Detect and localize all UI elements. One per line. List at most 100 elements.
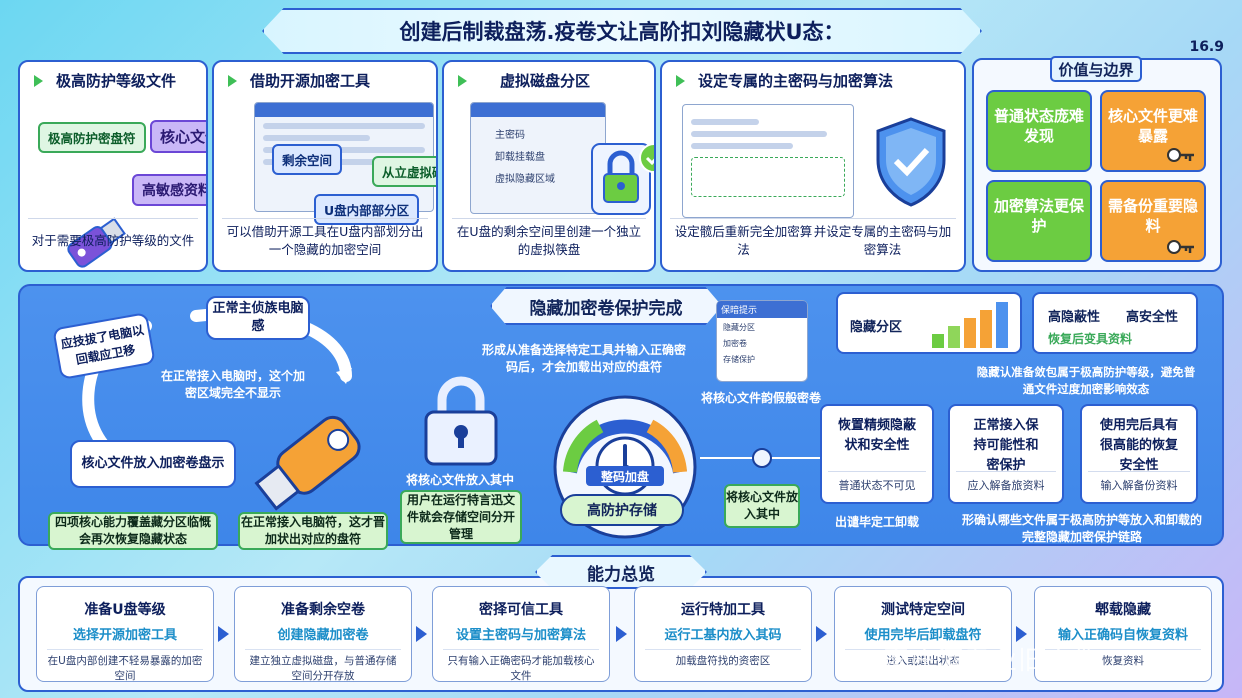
screen-item: 虚拟隐藏区域 <box>495 174 555 185</box>
partition-window: 主密码 卸载挂载盘 虚拟隐藏区域 <box>470 102 606 214</box>
screen-item: 主密码 <box>495 130 525 141</box>
step-card: 准备剩余空卷 创建隐藏加密卷 建立独立虚拟磁盘，与普通存储空间分开存放 <box>234 586 412 682</box>
step-card: 运行特加工具 运行工基内放入其码 加载盘符找的资密区 <box>634 586 812 682</box>
mini-card-title: 使用完后具有很高能的恢复安全性 <box>1099 418 1178 473</box>
mini-card-after-use: 使用完后具有很高能的恢复安全性 输入解备份资料 <box>1080 404 1198 504</box>
step-desc: 恢复资料 <box>1045 649 1201 669</box>
unmount-text: 出谴毕定工卸载 <box>834 515 919 529</box>
arrow-right-icon <box>816 626 827 642</box>
shield-check-icon <box>876 117 946 207</box>
flow-title: 隐藏加密卷保护完成 <box>490 287 722 325</box>
arrow-right-icon <box>1016 626 1027 642</box>
cycle-center-text: 在正常接入电脑时，这个加密区域完全不显示 <box>160 369 305 400</box>
cycle-box-put-into-volume: 核心文件放入加密卷盘示 <box>70 440 236 488</box>
triangle-bullet-icon <box>458 75 467 87</box>
tip-item: 隐藏分区 <box>723 323 755 332</box>
security-b: 高安全性 <box>1126 310 1179 325</box>
pill-protection-disk: 极高防护密盘符 <box>38 122 146 153</box>
step-desc: 在U盘内部创建不轻易暴露的加密空间 <box>47 649 203 684</box>
mini-card-title: 正常接入保持可能性和密保护 <box>973 418 1039 473</box>
card-high-protection: 极高防护等级文件 极高防护密盘符 核心文件 高敏感资料 对于需要极高防护等级的文… <box>18 60 208 272</box>
pill-core-files: 核心文件 <box>150 120 206 153</box>
value-tile-backup: 需备份重要隐料 <box>1100 180 1206 262</box>
triangle-bullet-icon <box>34 75 43 87</box>
step-heading: 密择可信工具 <box>479 602 563 618</box>
card-title: 借助开源加密工具 <box>250 71 371 90</box>
step-heading: 郫载隐藏 <box>1095 602 1151 618</box>
green-box-four-abilities: 四项核心能力覆盖藏分区临慨会再次恢复隐藏状态 <box>48 512 218 550</box>
value-tile-encryption: 加密算法更保护 <box>986 180 1092 262</box>
value-title: 价值与边界 <box>1050 56 1142 82</box>
mini-card-sub: 应入解备旅资料 <box>956 471 1056 496</box>
page-title: 创建后制裁盘荡.疫卷文让高阶扣刘隐藏状U态： <box>262 8 982 54</box>
step-desc: 加载盘符找的资密区 <box>645 649 801 669</box>
cycle-box-normal-computer: 正常主侦族电脑感 <box>206 296 310 340</box>
arrow-right-icon <box>416 626 427 642</box>
pill-sensitive-data: 高敏感资料 <box>132 174 206 206</box>
step-card: 郫载隐藏 输入正确码自恢复资料 恢复资料 <box>1034 586 1212 682</box>
form-text: 形成从准备选择特定工具并输入正确密码后，才会加载出对应的盘符 <box>481 343 686 374</box>
step-sub: 使用完毕后卸载盘符 <box>864 628 982 643</box>
green-box-storage-manage: 用户在运行特言迅文件就会存储空间分开管理 <box>400 490 522 544</box>
step-card: 测试特定空间 使用完毕后卸载盘符 进入或退出状态 <box>834 586 1012 682</box>
tip-item: 加密卷 <box>723 339 747 348</box>
watermark: ©家庄酒专业旧文件 <box>856 646 1100 676</box>
step-desc: 进入或退出状态 <box>845 649 1001 669</box>
tool-window <box>254 102 434 212</box>
screen-item: 卸载挂载盘 <box>495 152 545 163</box>
bar-chart-icon <box>932 302 1008 348</box>
connector-line <box>700 448 830 468</box>
card-foot-right: 并设定专属的主密码与加密算法 <box>813 223 952 257</box>
green-box-drive-letter: 在正常接入电脑符，这才晋加状出对应的盘符 <box>238 512 388 550</box>
padlock-icon <box>424 376 498 466</box>
card-title: 极高防护等级文件 <box>56 71 177 90</box>
mount-button[interactable]: 整码加盘 <box>586 466 664 486</box>
card-foot: 可以借助开源工具在U盘内部划分出一个隐藏的加密空间 <box>222 218 428 262</box>
tip-popup: 保暗提示 隐藏分区 加密卷 存储保护 <box>716 300 808 382</box>
card-foot-left: 设定髋后重新完全加密算法 <box>674 223 813 257</box>
step-sub: 运行工基内放入其码 <box>664 628 782 643</box>
step-heading: 运行特加工具 <box>681 602 765 618</box>
mini-card-recovery: 恢置精频隐蔽状和安全性 普通状态不可见 <box>820 404 934 504</box>
step-heading: 测试特定空间 <box>881 602 965 618</box>
key-icon <box>1167 148 1194 162</box>
links-text: 形确认哪些文件属于极高防护等放入和卸载的完整隐藏加密保护链路 <box>961 513 1202 544</box>
hidden-partition-card: 隐藏分区 <box>836 292 1022 354</box>
step-card: 准备U盘等级 选择开源加密工具 在U盘内部创建不轻易暴露的加密空间 <box>36 586 214 682</box>
arrow-right-icon <box>616 626 627 642</box>
value-tile-hard-to-find: 普通状态庞难发现 <box>986 90 1092 172</box>
mini-card-sub: 普通状态不可见 <box>828 471 926 496</box>
step-desc: 建立独立虚拟磁盘，与普通存储空间分开存放 <box>245 649 401 684</box>
padlock-icon <box>591 143 651 215</box>
step-sub: 输入正确码自恢复资料 <box>1057 628 1188 643</box>
card-master-password: 设定专属的主密码与加密算法 设定髋后重新完全加密算法 并设定专属的主密码与加密算… <box>660 60 966 272</box>
card-open-source-tool: 借助开源加密工具 剩余空间 从立虚拟磁盘 U盘内部部分区 可以借助开源工具在U盘… <box>212 60 438 272</box>
step-sub: 创建隐藏加密卷 <box>277 628 369 643</box>
note-text: 隐藏认准备敛包属于极高防护等级，避免普通文件过度加密影响效态 <box>976 365 1196 396</box>
capability-title: 能力总览 <box>535 555 707 589</box>
step-heading: 准备剩余空卷 <box>281 602 365 618</box>
pill-virtual-disk: 从立虚拟磁盘 <box>372 156 436 187</box>
card-title: 设定专属的主密码与加密算法 <box>698 71 894 90</box>
value-tile-harder-to-expose: 核心文件更难暴露 <box>1100 90 1206 172</box>
tip-item: 存储保护 <box>723 355 755 364</box>
triangle-bullet-icon <box>228 75 237 87</box>
key-icon <box>1167 240 1194 254</box>
high-protection-storage: 高防护存储 <box>560 494 684 526</box>
card-foot: 在U盘的剩余空间里创建一个独立的虚拟筷盘 <box>452 218 646 262</box>
pill-usb-partition: U盘内部部分区 <box>314 194 420 225</box>
hidden-partition-label: 隐藏分区 <box>850 320 903 335</box>
put-in-text: 将核心文件放入其中 <box>405 473 514 487</box>
mini-card-title: 恢置精频隐蔽状和安全性 <box>838 418 917 453</box>
password-window <box>682 104 854 218</box>
step-desc: 只有输入正确密码才能加载核心文件 <box>443 649 599 684</box>
card-foot: 对于需要极高防护等级的文件 <box>28 218 198 262</box>
mini-card-normal: 正常接入保持可能性和密保护 应入解备旅资料 <box>948 404 1064 504</box>
card-title: 虚拟磁盘分区 <box>500 71 591 90</box>
usb-drive-icon <box>67 217 126 268</box>
page-number: 16.9 <box>1189 39 1224 55</box>
usb-drive-icon <box>254 415 361 511</box>
triangle-bullet-icon <box>676 75 685 87</box>
pill-remaining-space: 剩余空间 <box>272 144 343 175</box>
card-virtual-partition: 虚拟磁盘分区 主密码 卸载挂载盘 虚拟隐藏区域 在U盘的剩余空间里创建一个独立的… <box>442 60 656 272</box>
